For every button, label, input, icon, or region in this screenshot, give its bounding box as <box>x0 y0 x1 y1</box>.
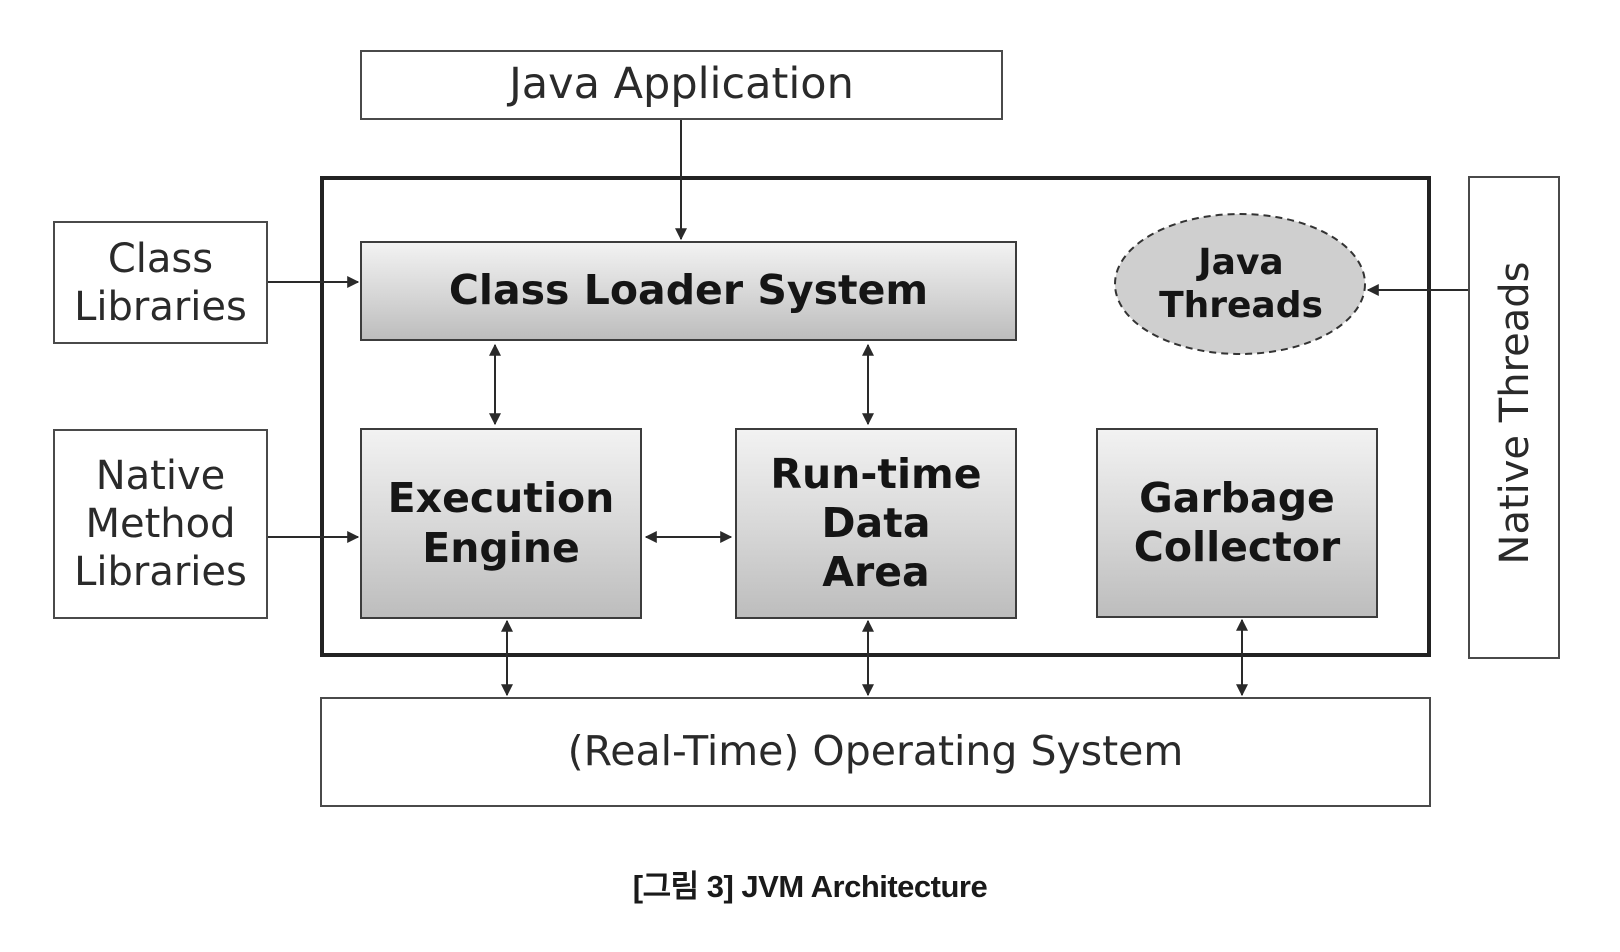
runtime-data-area-line-2: Data <box>821 498 931 547</box>
execution-engine-line-1: Execution <box>387 474 615 523</box>
native-threads-box <box>1468 176 1560 659</box>
class-libraries-line-1: Class <box>107 235 214 282</box>
garbage-collector-line-2: Collector <box>1133 523 1341 571</box>
operating-system-label: (Real-Time) Operating System <box>567 727 1184 776</box>
class-libraries-line-2: Libraries <box>74 283 247 330</box>
java-application-box: Java Application <box>360 50 1003 120</box>
native-method-libraries-box: Native Method Libraries <box>53 429 268 619</box>
class-loader-system-label: Class Loader System <box>448 266 929 315</box>
operating-system-box: (Real-Time) Operating System <box>320 697 1431 807</box>
runtime-data-area-box: Run-time Data Area <box>735 428 1017 619</box>
garbage-collector-line-1: Garbage <box>1139 473 1335 522</box>
garbage-collector-box: Garbage Collector <box>1096 428 1378 618</box>
runtime-data-area-line-3: Area <box>822 548 930 597</box>
runtime-data-area-line-1: Run-time <box>770 449 982 498</box>
figure-caption: [그림 3] JVM Architecture <box>632 869 988 904</box>
execution-engine-box: Execution Engine <box>360 428 642 619</box>
native-method-libraries-line-3: Libraries <box>74 549 247 595</box>
java-threads-line-2: Threads <box>1159 285 1323 326</box>
jvm-boundary <box>320 176 1431 657</box>
java-threads-line-1: Java <box>1198 241 1284 283</box>
class-libraries-box: Class Libraries <box>53 221 268 344</box>
java-threads-label: Java Threads <box>1118 216 1364 352</box>
native-method-libraries-line-2: Method <box>85 501 236 547</box>
class-loader-system-box: Class Loader System <box>360 241 1017 341</box>
execution-engine-line-2: Engine <box>422 523 580 572</box>
native-method-libraries-line-1: Native <box>95 453 226 499</box>
java-application-label: Java Application <box>509 59 854 110</box>
java-threads-ellipse <box>1114 213 1366 355</box>
